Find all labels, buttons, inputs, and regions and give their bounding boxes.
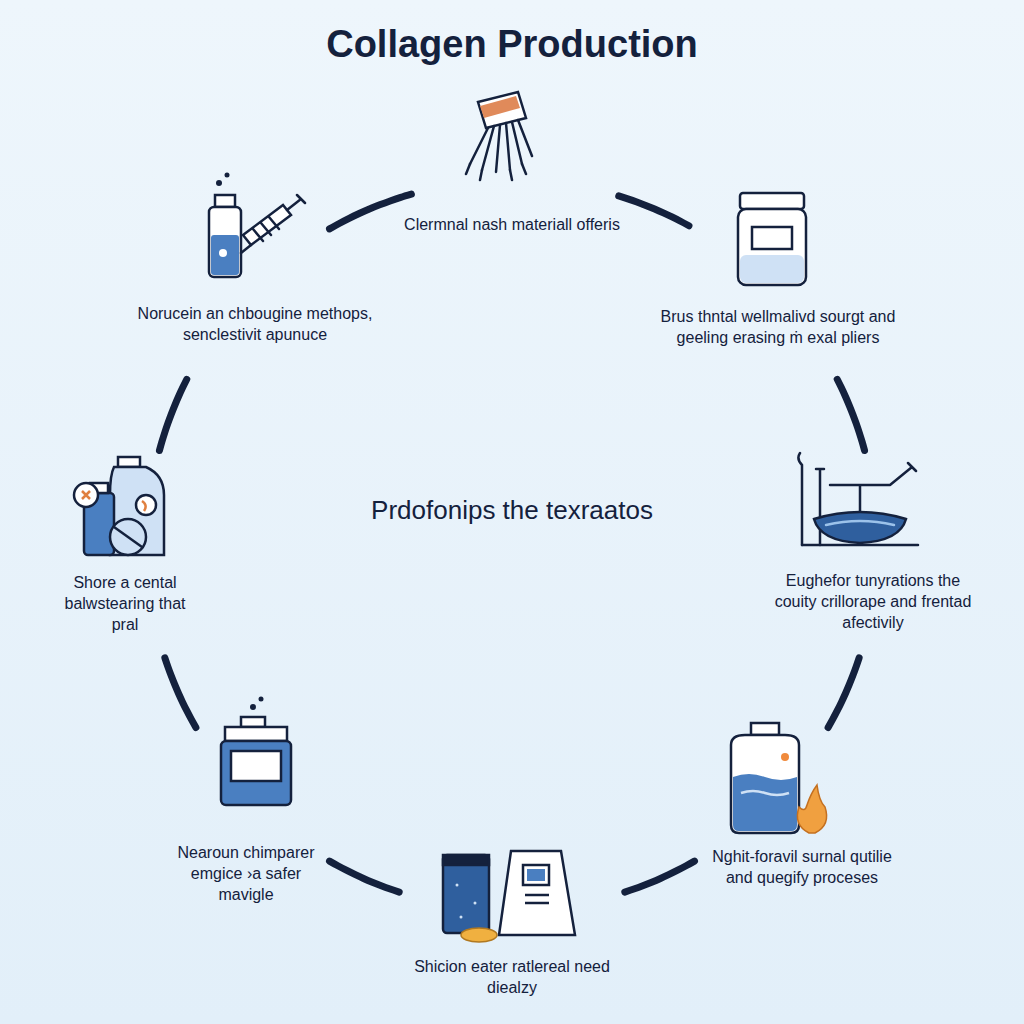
cycle-arc bbox=[837, 379, 864, 450]
step-label: Shore a cental balwstearing that pral bbox=[50, 572, 200, 635]
cycle-arcs bbox=[159, 194, 864, 892]
cycle-arc bbox=[330, 861, 400, 892]
lab-apparatus-icon bbox=[798, 453, 918, 545]
step-label: Eughefor tunyrations the couity crillora… bbox=[763, 570, 983, 633]
step-label: Norucein an chbougine methops, senclesti… bbox=[135, 303, 375, 345]
center-label: Prdofonips the texraatos bbox=[352, 494, 672, 526]
machine-icon bbox=[443, 851, 575, 942]
step-label: Nearoun chimparer emgice ›a safer mavigl… bbox=[166, 842, 326, 905]
step-label: Brus thntal wellmalivd sourgt and geelin… bbox=[653, 306, 903, 348]
bottle-syringe-icon bbox=[209, 173, 305, 278]
step-label: Shicion eater ratlereal need diealzy bbox=[392, 956, 632, 998]
cycle-arc bbox=[619, 196, 689, 226]
step-label: Nghit-foravil surnal qutilie and quegify… bbox=[712, 846, 892, 888]
cycle-arc bbox=[625, 861, 695, 892]
bottles-icon bbox=[74, 457, 164, 555]
step-label: Clermnal nash materiall offeris bbox=[397, 214, 627, 235]
raw-material-icon bbox=[466, 92, 532, 180]
container-icon bbox=[221, 697, 291, 806]
cycle-arc bbox=[330, 194, 412, 229]
title: Collagen Production bbox=[0, 22, 1024, 66]
jar-icon bbox=[738, 193, 806, 285]
cycle-arc bbox=[159, 379, 186, 450]
cycle-arc bbox=[165, 658, 196, 728]
bottle-flame-icon bbox=[731, 723, 827, 833]
cycle-arc bbox=[828, 658, 859, 728]
